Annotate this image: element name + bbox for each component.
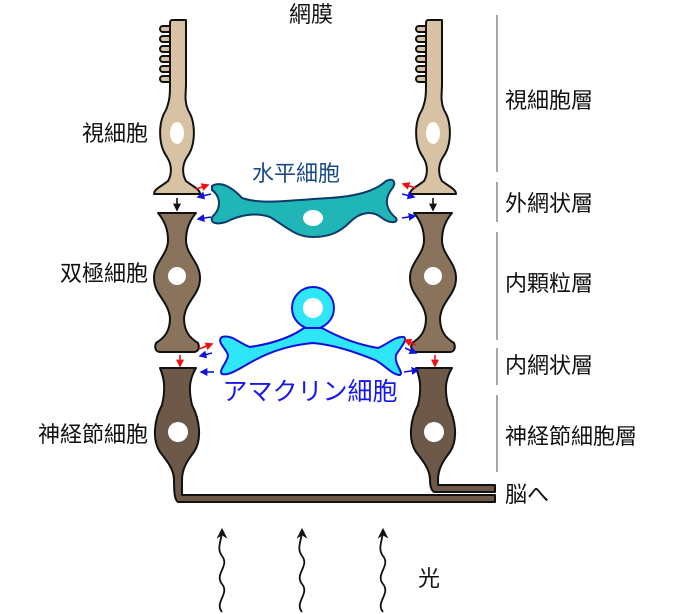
layer-label: 内顆粒層 bbox=[505, 272, 593, 297]
photoreceptor-left bbox=[153, 19, 201, 195]
ganglion-cell-right bbox=[410, 367, 496, 493]
light-wave-icon bbox=[296, 527, 308, 613]
amacrine-cell bbox=[219, 327, 406, 377]
retina-title: 網膜 bbox=[289, 3, 333, 28]
bipolar-cell-label: 双極細胞 bbox=[60, 262, 148, 287]
light-wave-icon bbox=[216, 527, 228, 613]
light-wave-icon bbox=[377, 527, 389, 613]
horizontal-cell-label: 水平細胞 bbox=[252, 162, 340, 187]
amacrine-cell-label: アマクリン細胞 bbox=[222, 377, 397, 406]
ganglion-cell-left bbox=[154, 367, 496, 503]
photoreceptor-label: 視細胞 bbox=[82, 122, 148, 147]
layer-label: 外網状層 bbox=[505, 192, 593, 217]
photoreceptor-right bbox=[409, 19, 457, 195]
bipolar-cell-right bbox=[409, 212, 457, 353]
to-brain-label: 脳へ bbox=[505, 483, 549, 508]
horizontal-cell bbox=[210, 178, 398, 239]
layer-label: 内網状層 bbox=[505, 354, 593, 379]
layer-label: 神経節細胞層 bbox=[505, 425, 637, 450]
synapse-arrows bbox=[173, 182, 439, 376]
layer-label: 視細胞層 bbox=[505, 89, 593, 114]
light-label: 光 bbox=[418, 567, 440, 592]
bipolar-cell-left bbox=[153, 212, 201, 353]
ganglion-cell-label: 神経節細胞 bbox=[38, 423, 148, 448]
